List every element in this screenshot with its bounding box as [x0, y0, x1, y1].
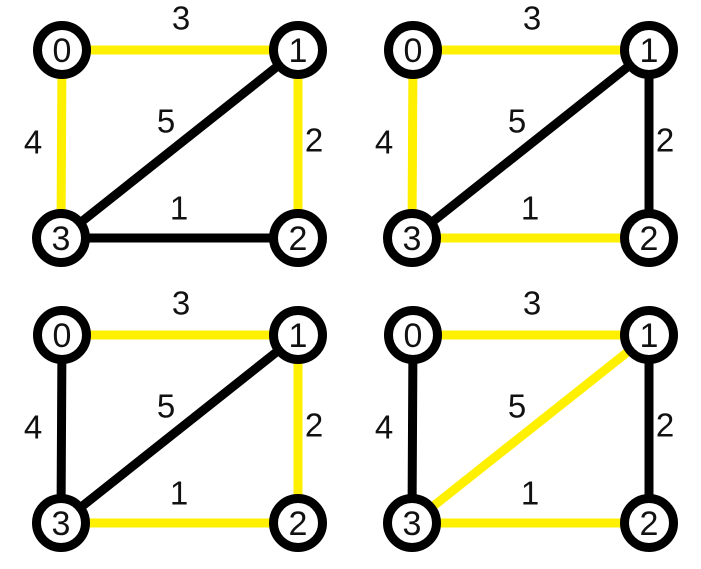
graph-node-2 — [620, 494, 678, 552]
graph-node-2 — [620, 209, 678, 267]
graph-node-label-3: 3 — [403, 505, 422, 543]
edge-weight-label-1-2: 2 — [656, 122, 674, 159]
graph-edge-0-3-highlighted — [407, 76, 418, 212]
edge-weight-label-3-2: 1 — [521, 190, 539, 227]
edge-weight-label-1-2: 2 — [656, 407, 674, 444]
panel-bottom-right-canvas: 0 1 2 3 3 4 5 2 1 — [375, 285, 678, 552]
graph-node-3 — [383, 494, 441, 552]
panel-top-left-canvas: 0 1 2 3 3 4 5 2 1 — [24, 0, 327, 267]
edge-weight-label-0-3: 4 — [24, 409, 42, 446]
graph-edge-0-3-highlighted — [56, 76, 67, 212]
edge-weight-label-0-1: 3 — [172, 0, 190, 37]
graph-node-label-0: 0 — [53, 32, 72, 70]
graph-node-label-2: 2 — [289, 505, 308, 543]
edge-weight-label-0-1: 3 — [523, 285, 541, 322]
graph-edge-1-3 — [79, 63, 280, 225]
graph-node-1 — [269, 306, 327, 364]
graph-node-3 — [383, 209, 441, 267]
edge-weight-label-3-2: 1 — [170, 190, 188, 227]
panel-bottom-left-canvas: 0 1 2 3 3 4 5 2 1 — [24, 285, 327, 552]
edge-weight-label-0-1: 3 — [172, 285, 190, 322]
graph-node-0 — [384, 306, 442, 364]
graph-edge-1-3-highlighted — [430, 348, 631, 510]
graph-node-0 — [33, 21, 91, 79]
graph-node-label-0: 0 — [404, 32, 423, 70]
graph-node-3 — [32, 494, 90, 552]
graph-node-3 — [32, 209, 90, 267]
graph-node-1 — [620, 21, 678, 79]
graph-node-2 — [269, 209, 327, 267]
edge-weight-label-1-2: 2 — [305, 122, 323, 159]
graph-edge-1-3 — [79, 348, 280, 510]
graph-node-label-2: 2 — [640, 220, 659, 258]
graph-panel-top-right: 0 1 2 3 3 4 5 2 1 — [351, 0, 701, 284]
graph-node-1 — [269, 21, 327, 79]
edge-weight-label-0-1: 3 — [523, 0, 541, 37]
graph-node-label-1: 1 — [289, 317, 308, 355]
edge-weight-label-1-3: 5 — [157, 388, 175, 425]
graph-panel-bottom-right: 0 1 2 3 3 4 5 2 1 — [351, 285, 701, 569]
graph-node-label-2: 2 — [640, 505, 659, 543]
graph-node-label-3: 3 — [52, 505, 71, 543]
graph-node-label-3: 3 — [403, 220, 422, 258]
edge-weight-label-0-3: 4 — [375, 409, 393, 446]
edge-weight-label-1-2: 2 — [305, 407, 323, 444]
edge-weight-label-1-3: 5 — [508, 388, 526, 425]
graph-node-label-3: 3 — [52, 220, 71, 258]
graph-panel-top-left: 0 1 2 3 3 4 5 2 1 — [0, 0, 350, 284]
graph-node-label-0: 0 — [53, 317, 72, 355]
graph-node-label-1: 1 — [640, 317, 659, 355]
graph-edge-0-3 — [56, 361, 67, 497]
graph-node-2 — [269, 494, 327, 552]
graph-node-label-0: 0 — [404, 317, 423, 355]
graph-node-label-1: 1 — [289, 32, 308, 70]
graph-node-1 — [620, 306, 678, 364]
edge-weight-label-1-3: 5 — [508, 103, 526, 140]
panel-top-right-canvas: 0 1 2 3 3 4 5 2 1 — [375, 0, 678, 267]
graph-edge-0-3 — [407, 361, 418, 497]
edge-weight-label-3-2: 1 — [170, 475, 188, 512]
graph-node-label-2: 2 — [289, 220, 308, 258]
edge-weight-label-1-3: 5 — [157, 103, 175, 140]
graph-node-0 — [33, 306, 91, 364]
graph-edge-1-3 — [430, 63, 631, 225]
graph-node-0 — [384, 21, 442, 79]
edge-weight-label-0-3: 4 — [375, 124, 393, 161]
graph-panel-bottom-left: 0 1 2 3 3 4 5 2 1 — [0, 285, 350, 569]
edge-weight-label-0-3: 4 — [24, 124, 42, 161]
graph-node-label-1: 1 — [640, 32, 659, 70]
edge-weight-label-3-2: 1 — [521, 475, 539, 512]
